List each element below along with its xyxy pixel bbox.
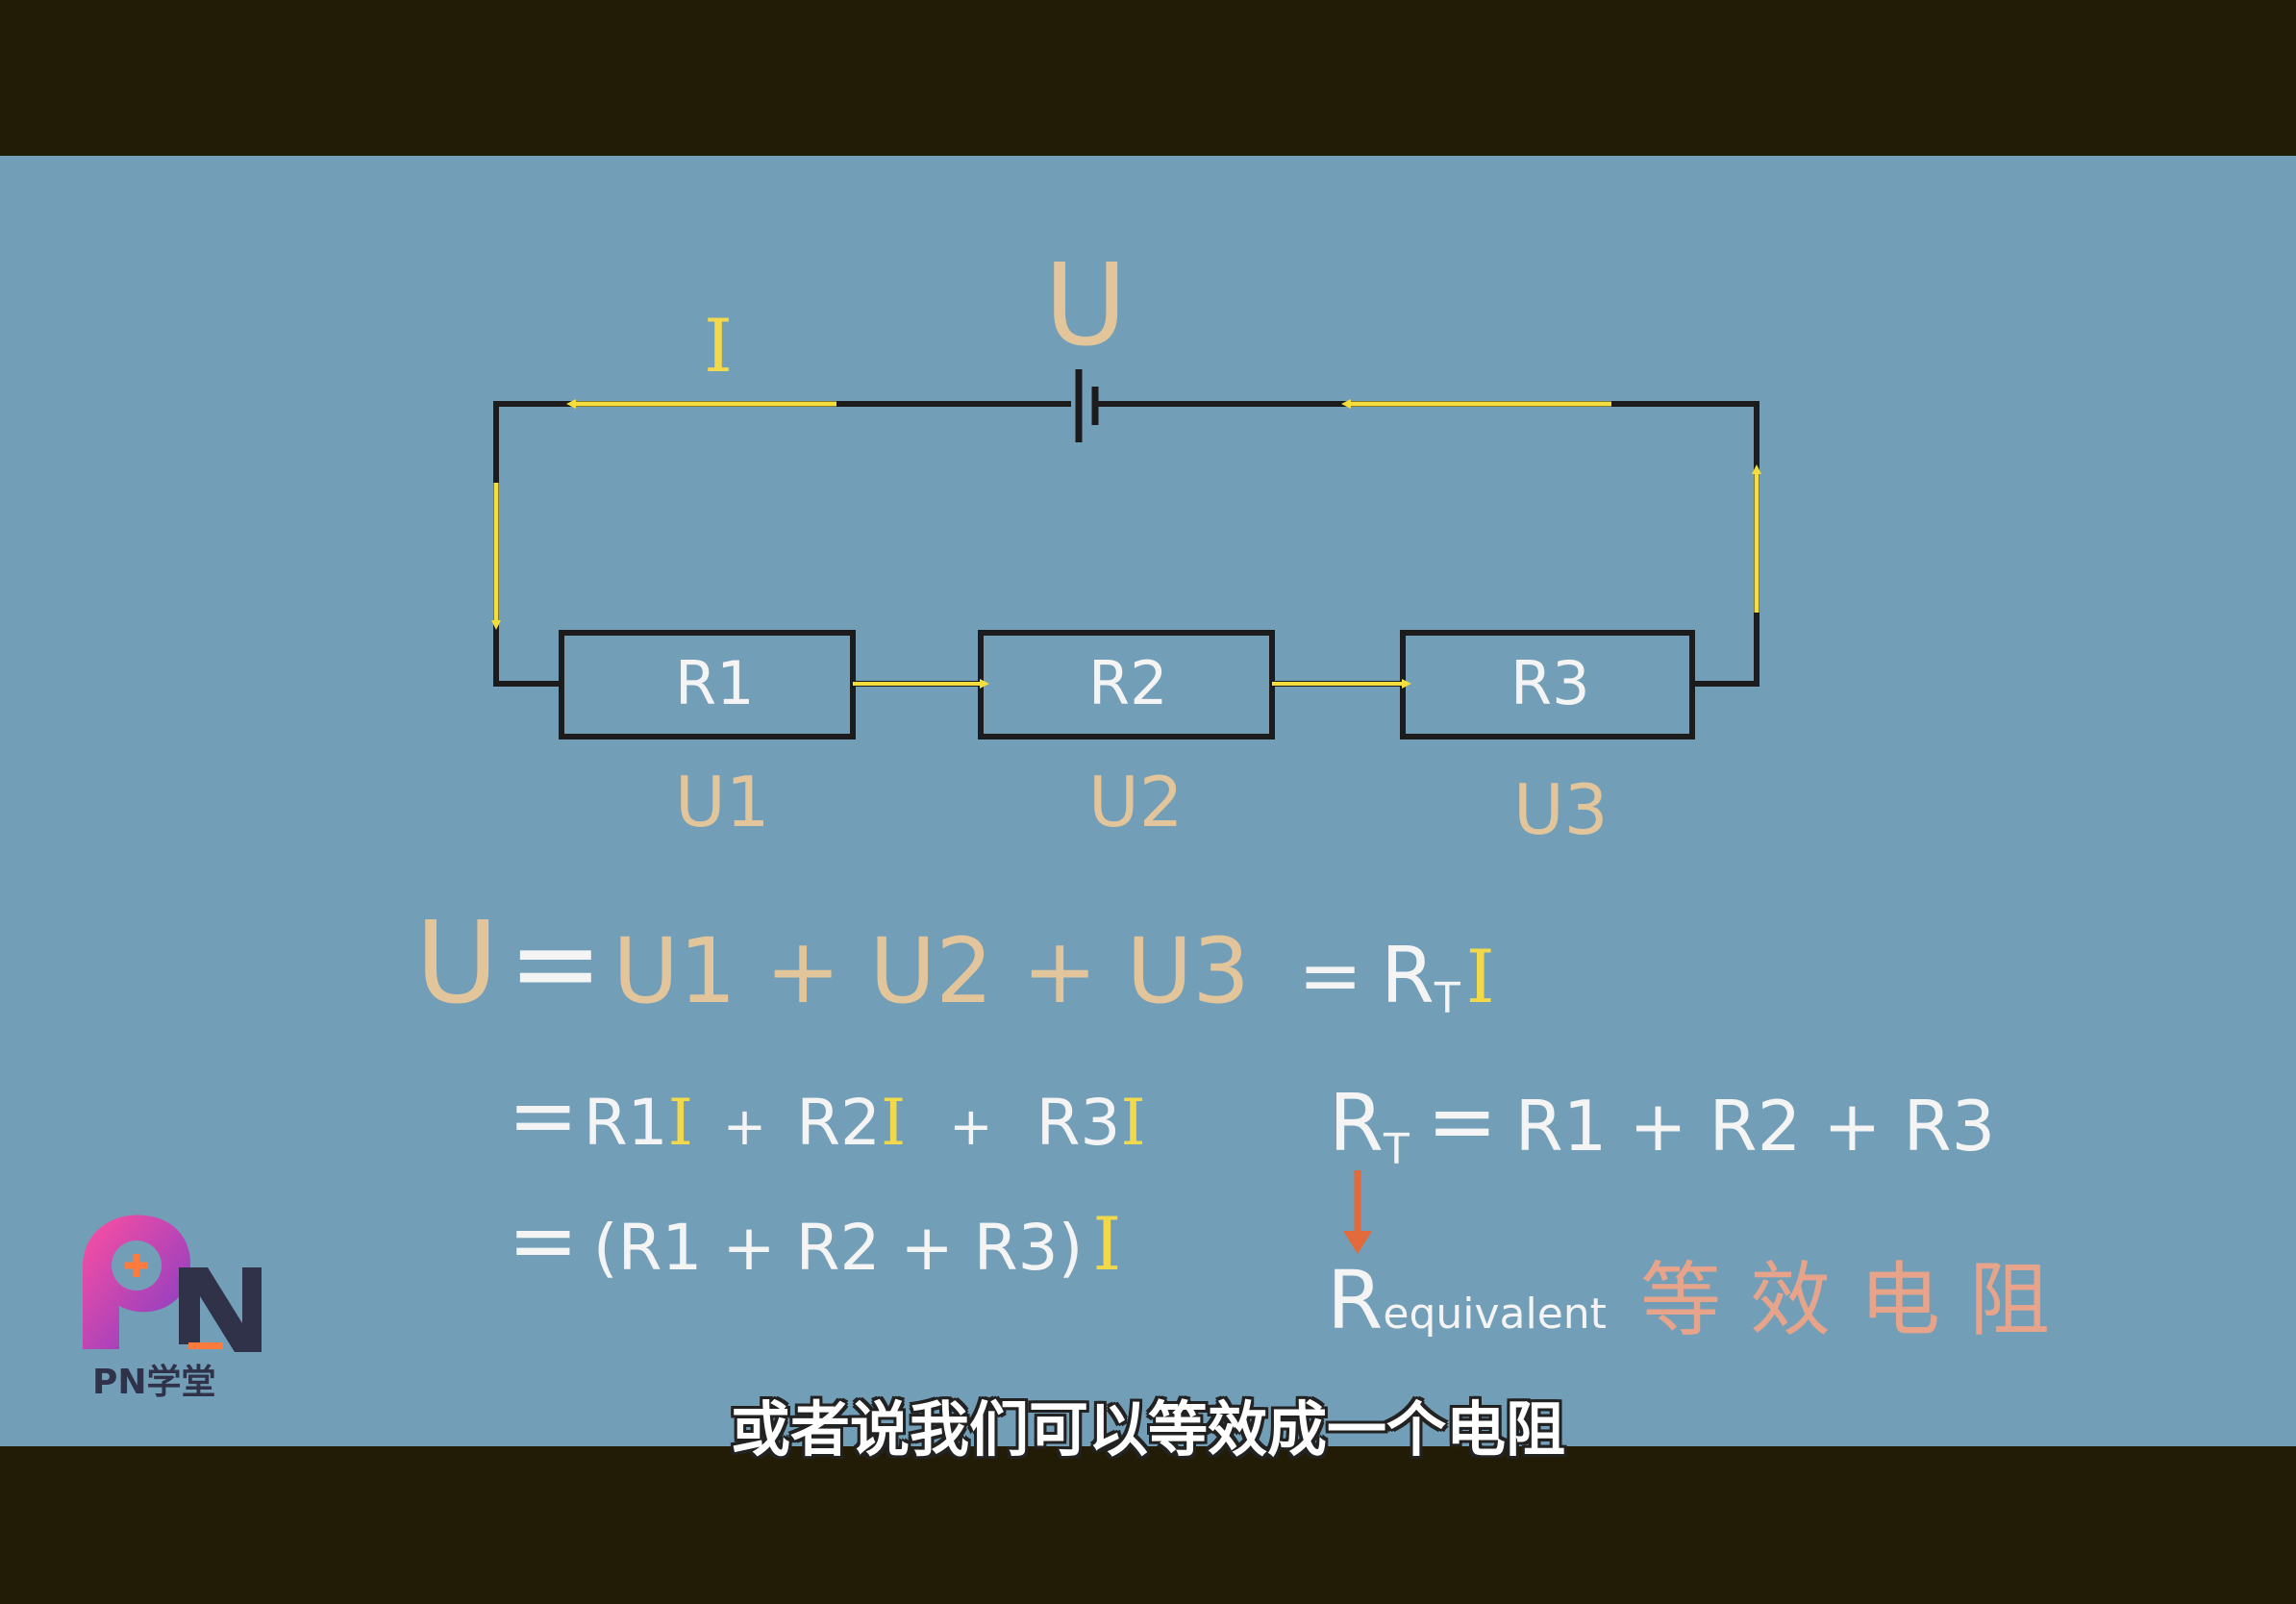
resistor-r2-label: R2	[1088, 648, 1168, 718]
eq1-equals-2: =	[1298, 931, 1363, 1020]
eq1-i: I	[1465, 934, 1495, 1019]
rt-equals: =	[1426, 1071, 1498, 1170]
eq3-expression: (R1 + R2 + R3)	[592, 1211, 1084, 1285]
logo-text: PN学堂	[92, 1363, 216, 1402]
eq1-t-subscript: T	[1434, 974, 1460, 1023]
circuit-diagram	[491, 369, 1761, 1254]
eq3-equals: =	[508, 1190, 579, 1290]
rt-equation: RT=R1 + R2 + R3	[1329, 1079, 1995, 1171]
r-equivalent-label: Requivalent	[1327, 1260, 1607, 1341]
pn-logo-icon	[83, 1215, 262, 1352]
source-voltage-label: U	[1044, 238, 1128, 371]
eq2-i2: I	[881, 1086, 907, 1160]
eq2-r3: R3	[1036, 1086, 1121, 1160]
req-r: R	[1327, 1253, 1384, 1347]
video-subtitle: 或者说我们可以等效成一个电阻	[730, 1394, 1565, 1465]
voltage-u3-label: U3	[1513, 769, 1609, 850]
eq1-r: R	[1381, 931, 1435, 1020]
eq2-i3: I	[1120, 1086, 1146, 1160]
eq1-equals: =	[508, 896, 604, 1029]
eq1-sum: U1 + U2 + U3	[612, 919, 1251, 1024]
eq2-r1: R1	[583, 1086, 668, 1160]
equation-line-3: = (R1 + R2 + R3)I	[508, 1198, 1121, 1283]
rt-t-subscript: T	[1383, 1125, 1410, 1174]
voltage-u2-label: U2	[1088, 762, 1184, 842]
resistor-r3-label: R3	[1510, 648, 1590, 718]
eq2-plus-2: +	[949, 1096, 993, 1157]
eq3-i: I	[1092, 1201, 1122, 1287]
equation-line-1: U=U1 + U2 + U3= RTI	[415, 906, 1495, 1020]
equation-line-2: = R1I + R2I + R3I	[508, 1073, 1146, 1158]
wire-left	[493, 404, 562, 687]
eq2-i1: I	[667, 1086, 693, 1160]
eq1-u: U	[415, 896, 499, 1029]
resistor-r1-label: R1	[675, 648, 755, 718]
eq2-plus-1: +	[722, 1096, 767, 1157]
down-arrow-icon	[1343, 1170, 1372, 1254]
eq2-equals: =	[508, 1065, 579, 1165]
rt-r: R	[1329, 1078, 1384, 1169]
req-subscript: equivalent	[1383, 1290, 1607, 1339]
voltage-u1-label: U1	[675, 762, 770, 842]
eq2-r2: R2	[796, 1086, 882, 1160]
diagram-canvas: U I R1 R2 R3 U1 U2 U3 U=U1 + U2 + U3= RT…	[0, 156, 2296, 1446]
wire-right	[1692, 404, 1759, 687]
battery-symbol	[1071, 369, 1099, 442]
rt-expression: R1 + R2 + R3	[1514, 1086, 1996, 1166]
equivalent-resistance-cjk: 等效电阻	[1640, 1253, 2080, 1347]
current-label: I	[704, 303, 734, 388]
